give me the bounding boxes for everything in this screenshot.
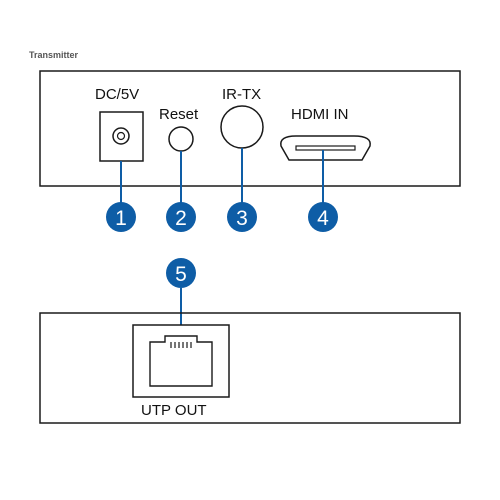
- callout-number-1: 1: [115, 207, 127, 230]
- page-title: Transmitter: [29, 50, 79, 60]
- callout-marker-5: [166, 258, 196, 288]
- dc-port: [99, 111, 144, 162]
- ir-tx-port: [220, 105, 264, 149]
- callout-number-3: 3: [236, 207, 248, 230]
- ir-tx-label: IR-TX: [222, 86, 261, 103]
- callout-marker-4: [308, 202, 338, 232]
- hdmi-port-outer: [280, 135, 371, 161]
- utp-port-frame: [132, 324, 230, 398]
- callout-number-5: 5: [175, 263, 187, 286]
- top-panel: [39, 70, 461, 187]
- bottom-panel: [39, 312, 461, 424]
- reset-button: [168, 126, 194, 152]
- callout-marker-3: [227, 202, 257, 232]
- hdmi-in-label: HDMI IN: [291, 106, 349, 123]
- dc-port-label: DC/5V: [95, 86, 139, 103]
- utp-out-label: UTP OUT: [141, 402, 207, 419]
- callout-number-2: 2: [175, 207, 187, 230]
- dc-jack-inner: [116, 131, 126, 141]
- callout-marker-1: [106, 202, 136, 232]
- hdmi-port-inner: [295, 145, 356, 151]
- rj45-pins: [170, 342, 192, 348]
- callout-marker-2: [166, 202, 196, 232]
- callout-number-4: 4: [317, 207, 329, 230]
- reset-label: Reset: [159, 106, 199, 123]
- rj45-jack: [149, 335, 213, 387]
- dc-jack-outer: [112, 127, 130, 145]
